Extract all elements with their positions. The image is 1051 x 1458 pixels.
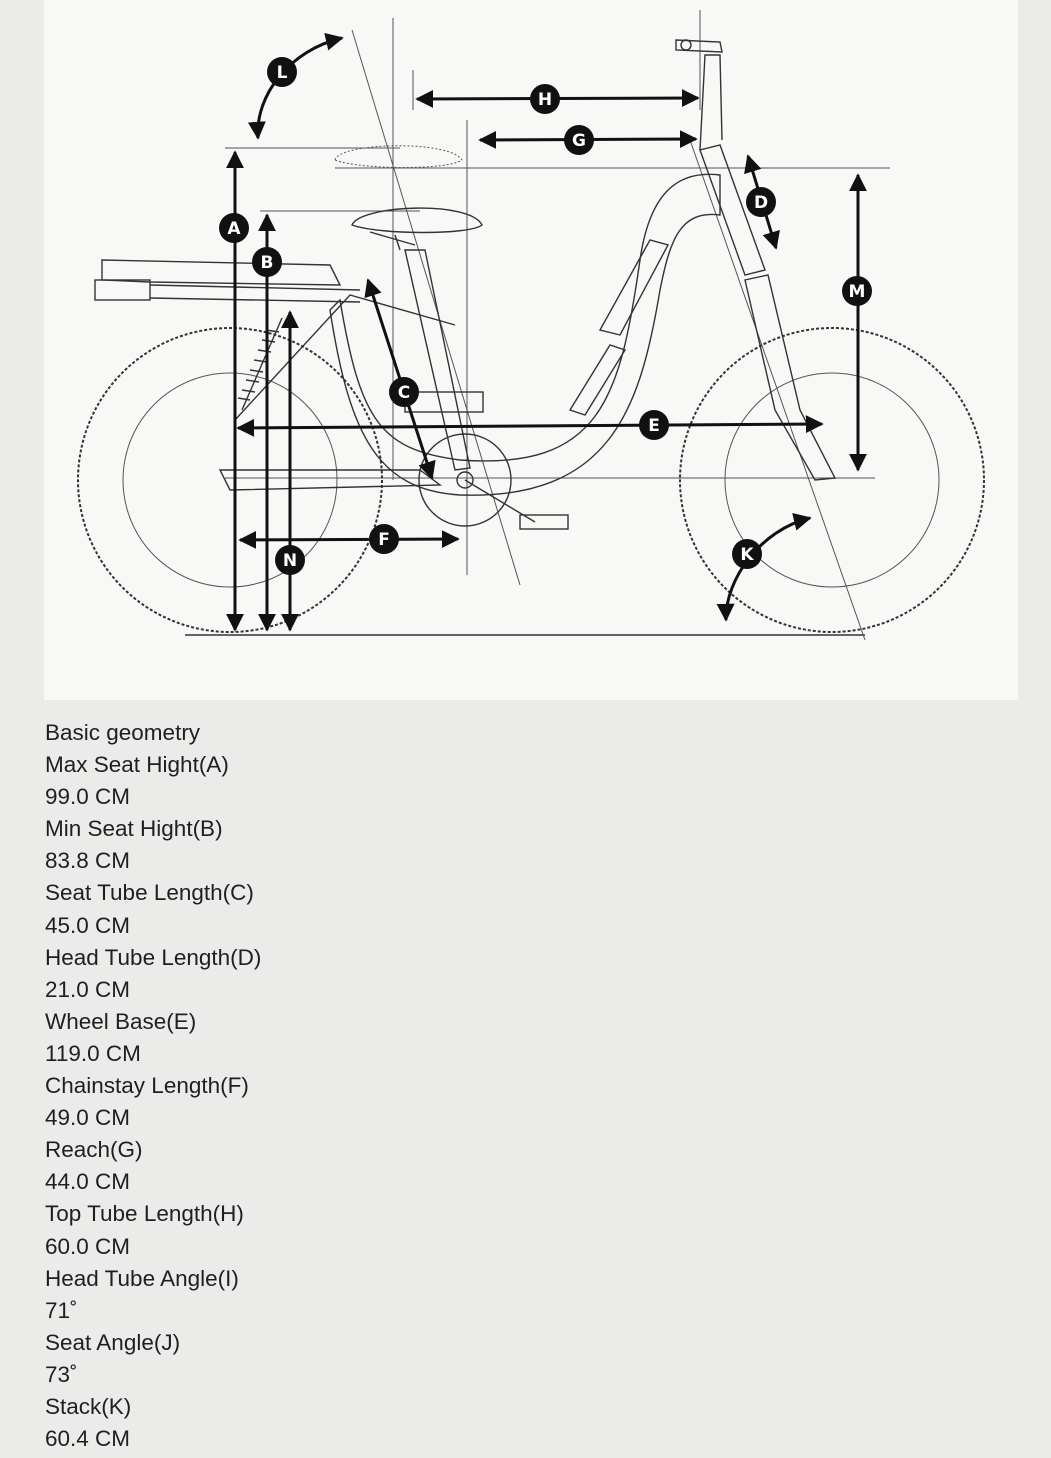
spec-label-wheel-base: Wheel Base(E) <box>45 1008 197 1034</box>
marker-f: F <box>369 524 399 554</box>
spec-label-head-tube-length: Head Tube Length(D) <box>45 944 262 970</box>
marker-a: A <box>219 213 249 243</box>
spec-label-seat-tube-length: Seat Tube Length(C) <box>45 880 254 906</box>
svg-text:M: M <box>849 282 866 302</box>
head-angle-line <box>689 139 866 641</box>
svg-text:H: H <box>538 90 552 110</box>
spec-label-reach: Reach(G) <box>45 1137 143 1163</box>
marker-k: K <box>732 539 762 569</box>
spec-value-chainstay-length: 49.0 CM <box>45 1105 131 1131</box>
spec-value-stack: 60.4 CM <box>45 1426 131 1452</box>
marker-c: C <box>389 377 419 407</box>
rear-rim <box>122 372 338 588</box>
svg-text:E: E <box>648 416 660 436</box>
chainstay <box>218 469 443 491</box>
svg-text:K: K <box>740 545 754 565</box>
saddle <box>351 207 483 234</box>
svg-text:F: F <box>378 530 390 550</box>
saddle-max-height <box>334 145 463 168</box>
handlebar-end <box>680 39 692 51</box>
svg-text:A: A <box>227 219 241 239</box>
spec-value-head-tube-length: 21.0 CM <box>45 976 131 1002</box>
dim-line-e <box>236 415 824 437</box>
spec-value-seat-tube-length: 45.0 CM <box>45 912 131 938</box>
svg-text:G: G <box>572 131 586 151</box>
pedal <box>519 514 569 530</box>
front-tire <box>679 327 985 633</box>
seat-tube <box>404 249 471 471</box>
rack-rail <box>149 284 361 291</box>
spec-value-seat-angle: 73˚ <box>45 1361 78 1387</box>
geometry-spec-list: Basic geometry Max Seat Hight(A) 99.0 CM… <box>45 717 261 1455</box>
marker-n: N <box>275 545 305 575</box>
dim-arc-l <box>247 32 344 140</box>
marker-l: L <box>267 57 297 87</box>
spec-label-head-tube-angle: Head Tube Angle(I) <box>45 1265 239 1291</box>
svg-text:D: D <box>754 193 768 213</box>
svg-text:C: C <box>398 383 410 403</box>
spec-value-max-seat-height: 99.0 CM <box>45 784 131 810</box>
spec-heading: Basic geometry <box>45 720 201 745</box>
marker-e: E <box>639 410 669 440</box>
handlebar <box>675 39 723 53</box>
front-fork <box>744 274 837 481</box>
dim-arc-k <box>716 513 812 622</box>
rear-rack <box>101 259 342 286</box>
svg-text:B: B <box>261 253 274 273</box>
bike-geometry-diagram: A B C D E F G H K L M N <box>44 0 1018 700</box>
frame-downtube <box>329 173 721 496</box>
spec-label-max-seat-height: Max Seat Hight(A) <box>45 752 229 778</box>
saddle-rails <box>369 231 416 251</box>
spec-value-wheel-base: 119.0 CM <box>45 1040 141 1066</box>
bike-drawing: A B C D E F G H K L M N <box>77 10 985 641</box>
spec-label-stack: Stack(K) <box>45 1393 132 1419</box>
rack-rail <box>149 297 361 303</box>
spec-value-head-tube-angle: 71˚ <box>45 1297 78 1323</box>
marker-g: G <box>564 125 594 155</box>
head-tube <box>699 144 766 276</box>
bottom-bracket <box>456 471 474 489</box>
marker-h: H <box>530 84 560 114</box>
spec-label-min-seat-height: Min Seat Hight(B) <box>45 816 223 842</box>
svg-text:L: L <box>277 63 288 83</box>
dim-line-f <box>238 530 460 549</box>
frame-cutout <box>568 344 627 416</box>
marker-m: M <box>842 276 872 306</box>
front-rim <box>724 372 940 588</box>
svg-text:N: N <box>283 551 297 571</box>
spec-value-min-seat-height: 83.8 CM <box>45 848 131 874</box>
frame-cutout <box>598 239 670 336</box>
stem <box>699 54 723 151</box>
spec-label-seat-angle: Seat Angle(J) <box>45 1329 181 1355</box>
spec-value-top-tube-length: 60.0 CM <box>45 1233 131 1259</box>
marker-b: B <box>252 247 282 277</box>
crank-arm <box>464 479 536 523</box>
rear-light <box>94 279 151 301</box>
spec-label-top-tube-length: Top Tube Length(H) <box>45 1201 244 1227</box>
spec-label-chainstay-length: Chainstay Length(F) <box>45 1073 249 1099</box>
seat-angle-line <box>351 29 521 586</box>
marker-d: D <box>746 187 776 217</box>
rear-tire <box>77 327 383 633</box>
spec-value-reach: 44.0 CM <box>45 1169 131 1195</box>
